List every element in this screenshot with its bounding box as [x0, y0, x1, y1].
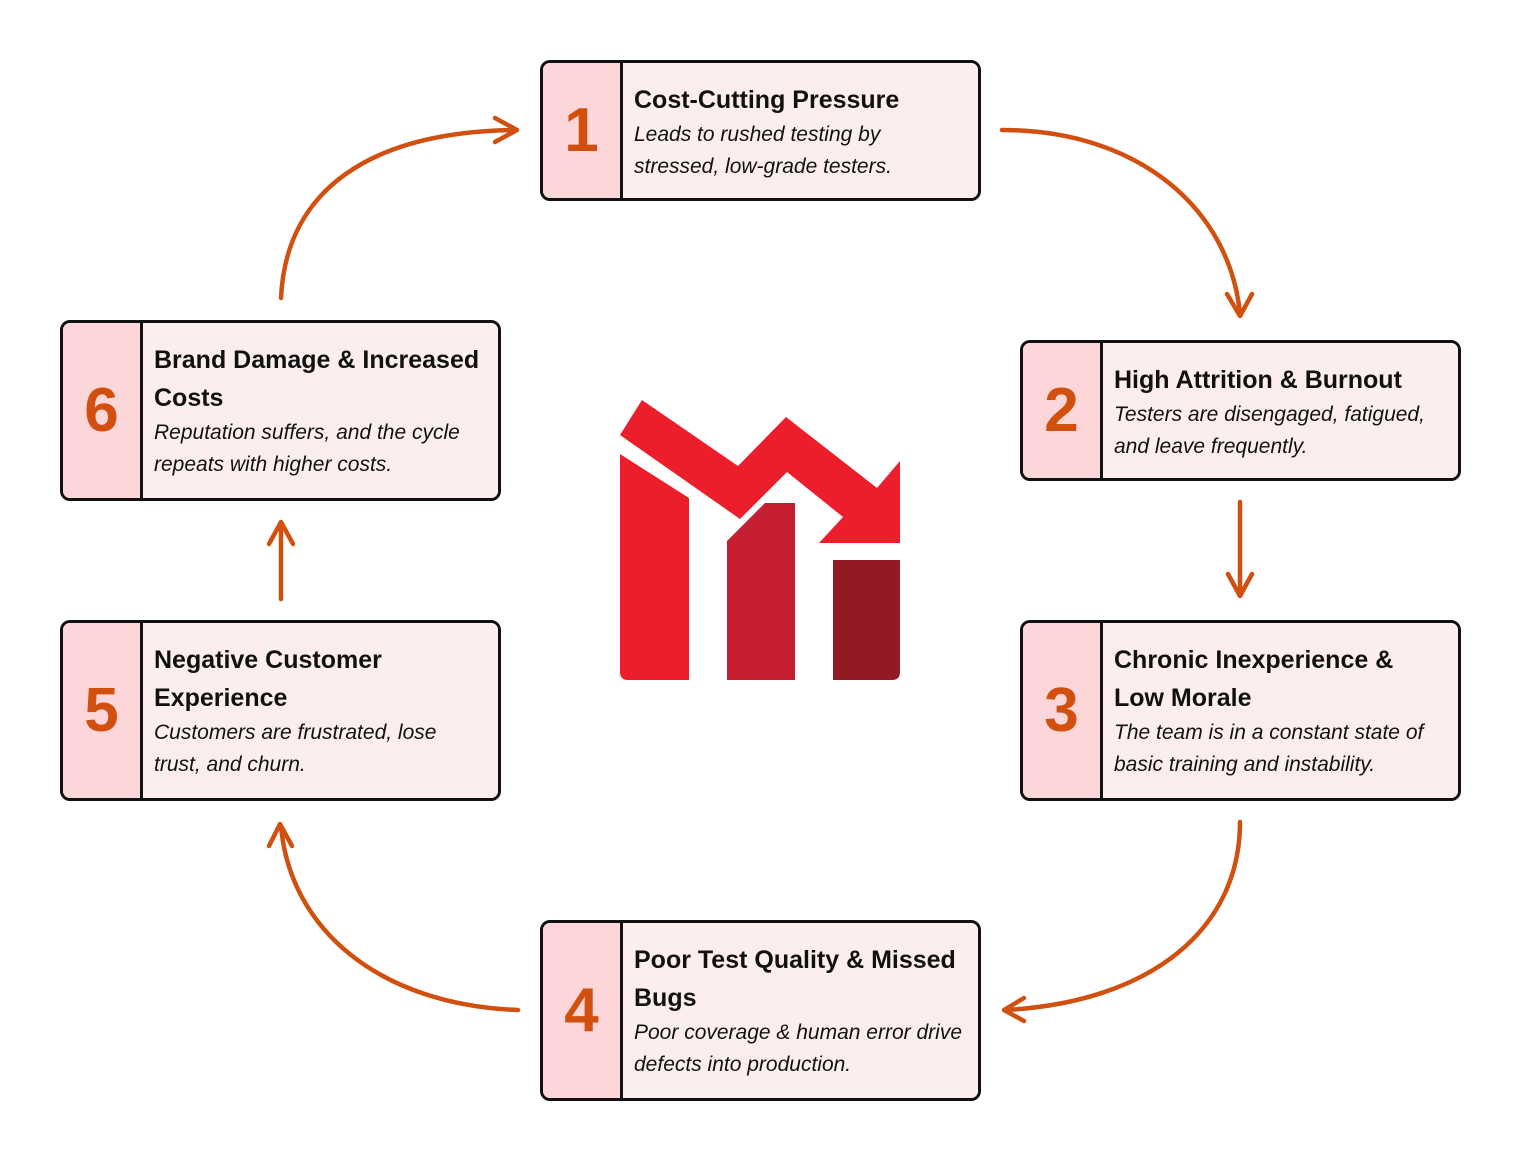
step-description: Customers are frustrated, lose trust, an…	[154, 721, 437, 776]
arrow-4-to-5	[266, 821, 521, 1013]
step-number: 2	[1023, 343, 1103, 478]
step-number: 3	[1023, 623, 1103, 798]
step-description: Reputation suffers, and the cycle repeat…	[154, 421, 460, 476]
step-title: Cost-Cutting Pressure	[634, 86, 900, 114]
declining-bar-chart-icon	[620, 400, 900, 680]
step-body: Poor Test Quality & Missed Bugs Poor cov…	[623, 923, 978, 1098]
step-number: 5	[63, 623, 143, 798]
step-number: 4	[543, 923, 623, 1098]
step-description: Leads to rushed testing by stressed, low…	[634, 123, 892, 178]
cycle-step-6: 6 Brand Damage & Increased Costs Reputat…	[60, 320, 501, 501]
cycle-step-4: 4 Poor Test Quality & Missed Bugs Poor c…	[540, 920, 981, 1101]
step-title: Poor Test Quality & Missed Bugs	[634, 946, 956, 1012]
step-title: Brand Damage & Increased Costs	[154, 346, 480, 412]
cycle-step-2: 2 High Attrition & Burnout Testers are d…	[1020, 340, 1461, 481]
step-description: Testers are disengaged, fatigued, and le…	[1114, 403, 1425, 458]
step-title: High Attrition & Burnout	[1114, 366, 1402, 394]
step-number: 6	[63, 323, 143, 498]
arrow-5-to-6	[266, 519, 296, 602]
step-body: Chronic Inexperience & Low Morale The te…	[1103, 623, 1458, 798]
step-body: Negative Customer Experience Customers a…	[143, 623, 498, 798]
arrow-6-to-1	[278, 115, 520, 301]
step-title: Chronic Inexperience & Low Morale	[1114, 646, 1394, 712]
step-body: Brand Damage & Increased Costs Reputatio…	[143, 323, 498, 498]
step-number: 1	[543, 63, 623, 198]
step-description: Poor coverage & human error drive defect…	[634, 1021, 962, 1076]
step-body: High Attrition & Burnout Testers are dis…	[1103, 343, 1458, 478]
arrow-3-to-4	[1001, 819, 1243, 1024]
step-body: Cost-Cutting Pressure Leads to rushed te…	[623, 63, 978, 198]
step-title: Negative Customer Experience	[154, 646, 382, 712]
cycle-step-5: 5 Negative Customer Experience Customers…	[60, 620, 501, 801]
step-description: The team is in a constant state of basic…	[1114, 721, 1424, 776]
arrow-2-to-3	[1225, 499, 1255, 599]
cycle-step-1: 1 Cost-Cutting Pressure Leads to rushed …	[540, 60, 981, 201]
cycle-step-3: 3 Chronic Inexperience & Low Morale The …	[1020, 620, 1461, 801]
arrow-1-to-2	[999, 127, 1255, 319]
